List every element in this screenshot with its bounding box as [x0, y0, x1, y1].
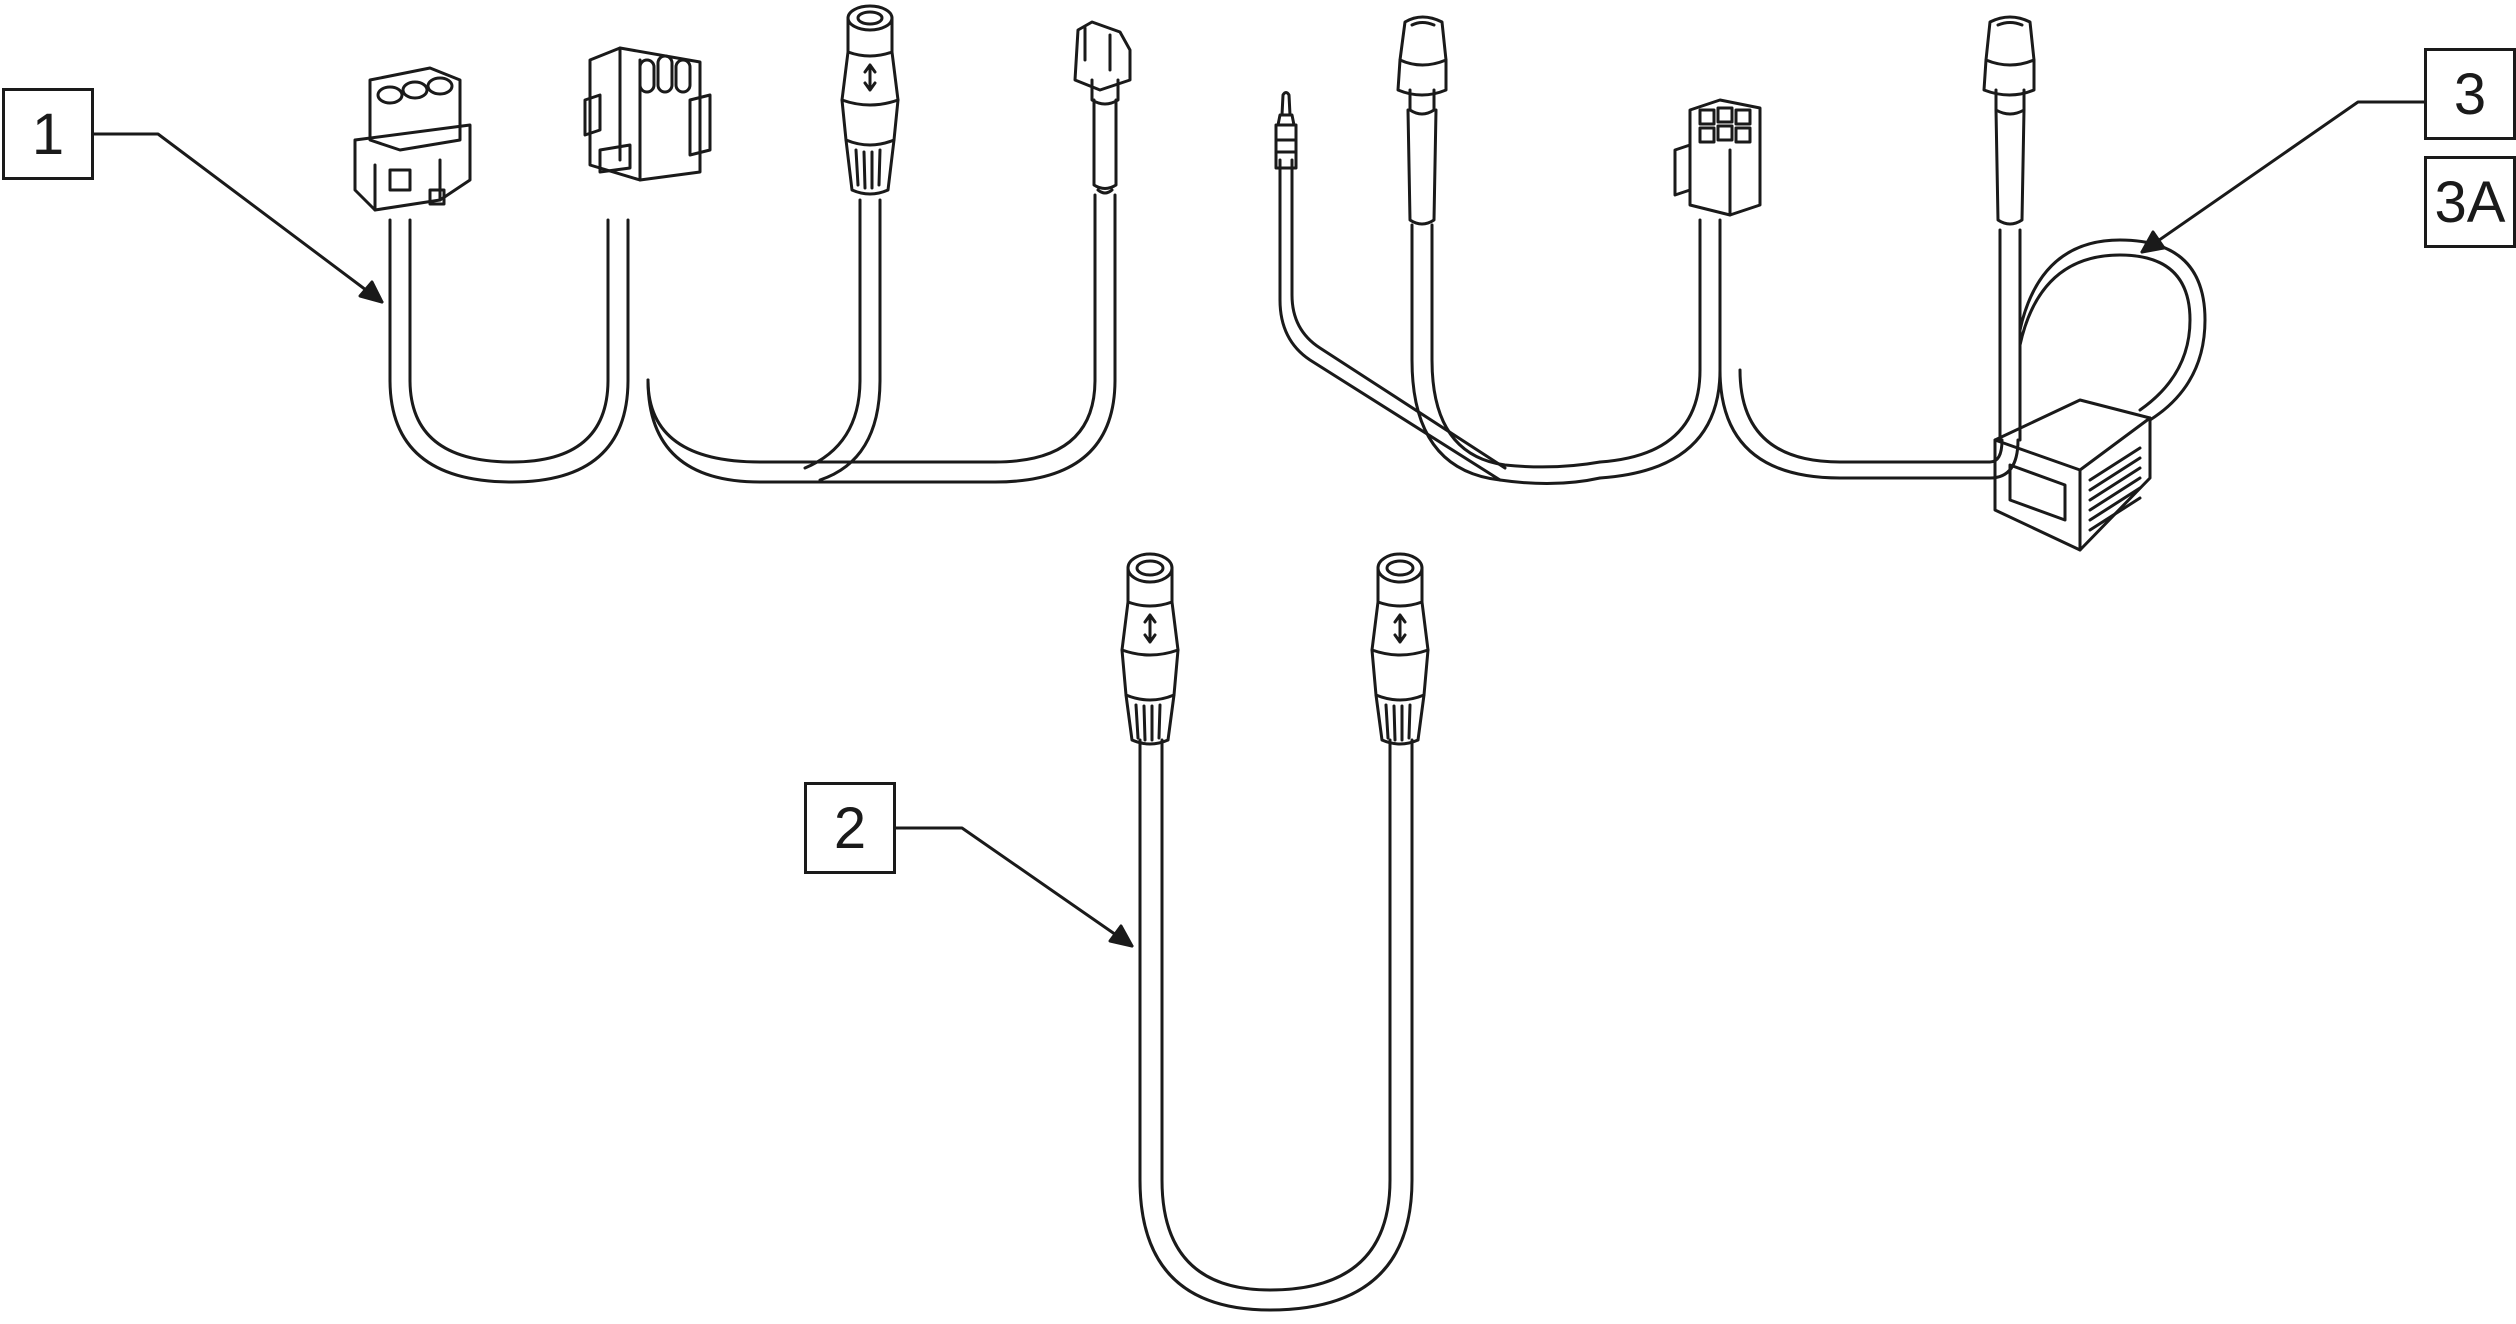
leader-line-2	[896, 828, 1132, 946]
harness-1	[355, 6, 1130, 482]
callout-3: 3	[2424, 48, 2516, 140]
harness-3	[1276, 17, 2205, 550]
leader-line-3	[2142, 102, 2424, 252]
control-box-icon	[1995, 400, 2150, 550]
dt-connector-icon	[1398, 17, 1446, 224]
callout-2: 2	[804, 782, 896, 874]
harness-2-cables	[1140, 740, 1412, 1310]
arrowhead-2	[1110, 926, 1132, 946]
leader-line-1	[94, 134, 382, 302]
callout-label: 1	[31, 101, 65, 167]
harness-1-cables	[390, 195, 1115, 482]
callout-label: 2	[833, 795, 867, 861]
callout-label: 3A	[2434, 169, 2506, 235]
three-pin-connector-icon	[355, 68, 470, 210]
arrowhead-1	[360, 282, 382, 302]
callout-1: 1	[2, 88, 94, 180]
callout-3a: 3A	[2424, 156, 2516, 248]
round-plug-connector-icon	[842, 6, 898, 194]
keyed-connector-icon	[1075, 22, 1130, 193]
audio-jack-icon	[1276, 93, 1296, 169]
molex-connector-icon	[585, 48, 710, 180]
harness-2	[1122, 554, 1428, 1310]
dt-connector-icon	[1984, 17, 2034, 224]
arrowhead-3	[2142, 232, 2164, 252]
callout-label: 3	[2453, 61, 2487, 127]
round-plug-connector-icon	[1372, 554, 1428, 744]
leader-lines	[94, 102, 2424, 946]
six-pin-connector-icon	[1675, 100, 1760, 215]
harness-3-cables	[1280, 160, 2205, 484]
round-plug-connector-icon	[1122, 554, 1178, 744]
